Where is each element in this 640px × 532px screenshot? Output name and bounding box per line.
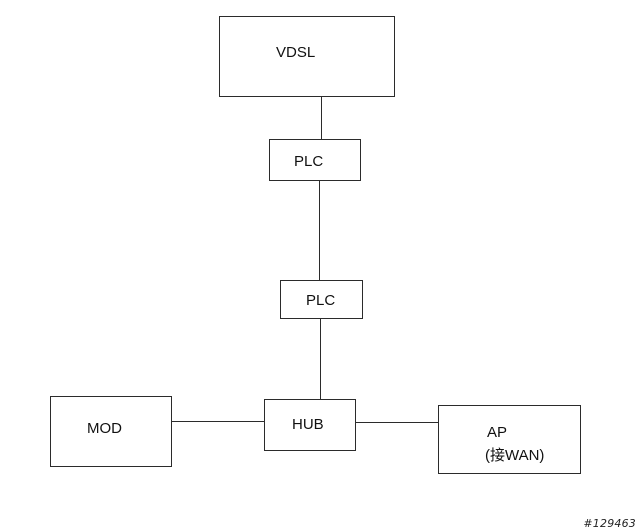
plc-top-label: PLC bbox=[294, 153, 324, 170]
link-vdsl-plc-top bbox=[321, 96, 322, 140]
vdsl-label: VDSL bbox=[276, 44, 316, 61]
link-plc-top-plc-bottom bbox=[319, 180, 320, 281]
ap-wan-note: (接WAN) bbox=[485, 447, 545, 464]
vdsl-node: VDSL bbox=[219, 16, 395, 97]
link-plc-bottom-hub bbox=[320, 318, 321, 400]
plc-bottom-label: PLC bbox=[306, 292, 336, 309]
link-hub-ap bbox=[355, 422, 439, 423]
ap-node: AP (接WAN) bbox=[438, 405, 581, 474]
hub-label: HUB bbox=[292, 416, 324, 433]
mod-label: MOD bbox=[87, 420, 122, 437]
image-id-watermark: #129463 bbox=[583, 517, 636, 530]
hub-node: HUB bbox=[264, 399, 356, 451]
plc-bottom-node: PLC bbox=[280, 280, 363, 319]
plc-top-node: PLC bbox=[269, 139, 361, 181]
link-mod-hub bbox=[171, 421, 265, 422]
mod-node: MOD bbox=[50, 396, 172, 467]
ap-label: AP bbox=[487, 424, 508, 441]
